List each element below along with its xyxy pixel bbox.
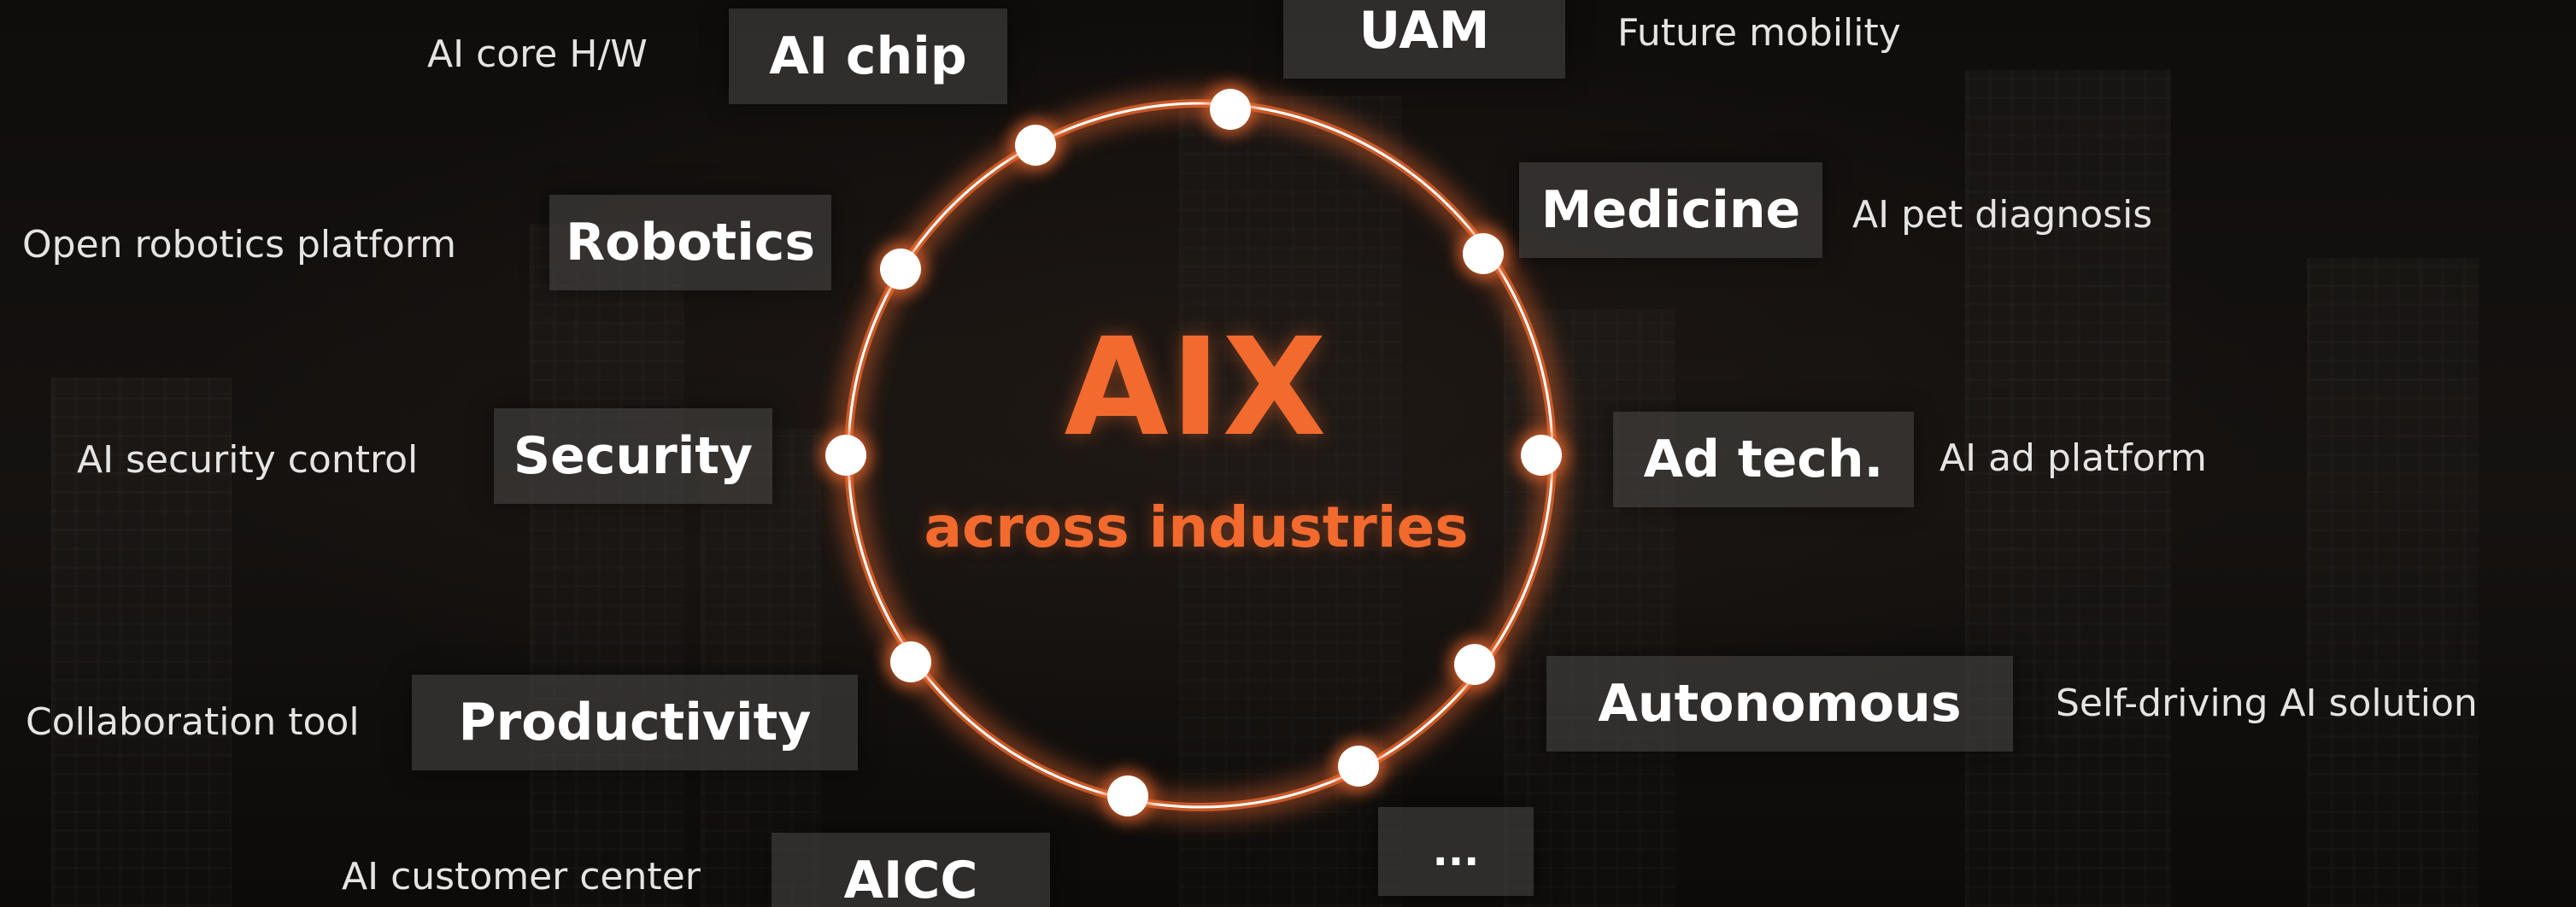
sector-ai-chip: AI chip	[729, 9, 1007, 104]
sector-aicc-desc: AI customer center	[342, 855, 701, 898]
sector-security: Security	[494, 408, 772, 504]
ring-node	[1338, 746, 1379, 787]
sector-autonomous: Autonomous	[1546, 656, 2013, 752]
sector-autonomous-desc: Self-driving AI solution	[2056, 682, 2478, 725]
ring-node	[1015, 125, 1056, 166]
ring-node	[1454, 644, 1495, 685]
background-building	[701, 429, 821, 907]
background-building	[530, 224, 684, 907]
ring-node	[880, 249, 921, 290]
sector-robotics-desc: Open robotics platform	[22, 223, 456, 266]
background-building	[51, 377, 232, 907]
background-building	[1965, 70, 2171, 907]
sector-medicine: Medicine	[1519, 162, 1822, 258]
sector-more: ...	[1378, 807, 1534, 896]
center-subtitle: across industries	[924, 494, 1469, 560]
sector-productivity: Productivity	[412, 675, 858, 770]
sector-ad-tech: Ad tech.	[1613, 412, 1914, 507]
sector-ai-chip-desc: AI core H/W	[427, 32, 648, 76]
ring-node	[1210, 89, 1251, 130]
sector-security-desc: AI security control	[77, 438, 419, 482]
center-title: AIX	[1064, 309, 1329, 466]
sector-medicine-desc: AI pet diagnosis	[1852, 193, 2153, 237]
sector-ad-tech-desc: AI ad platform	[1939, 436, 2207, 480]
ring-node	[890, 641, 931, 682]
ring-node	[1463, 233, 1504, 274]
sector-uam-desc: Future mobility	[1617, 11, 1901, 55]
sector-uam: UAM	[1283, 0, 1565, 79]
sector-robotics: Robotics	[549, 195, 831, 290]
sector-productivity-desc: Collaboration tool	[26, 700, 360, 744]
ring-node	[1521, 435, 1562, 476]
ring-node	[1107, 775, 1148, 816]
ring-node	[825, 435, 866, 476]
sector-aicc: AICC	[772, 833, 1050, 907]
background-building	[2307, 258, 2479, 907]
